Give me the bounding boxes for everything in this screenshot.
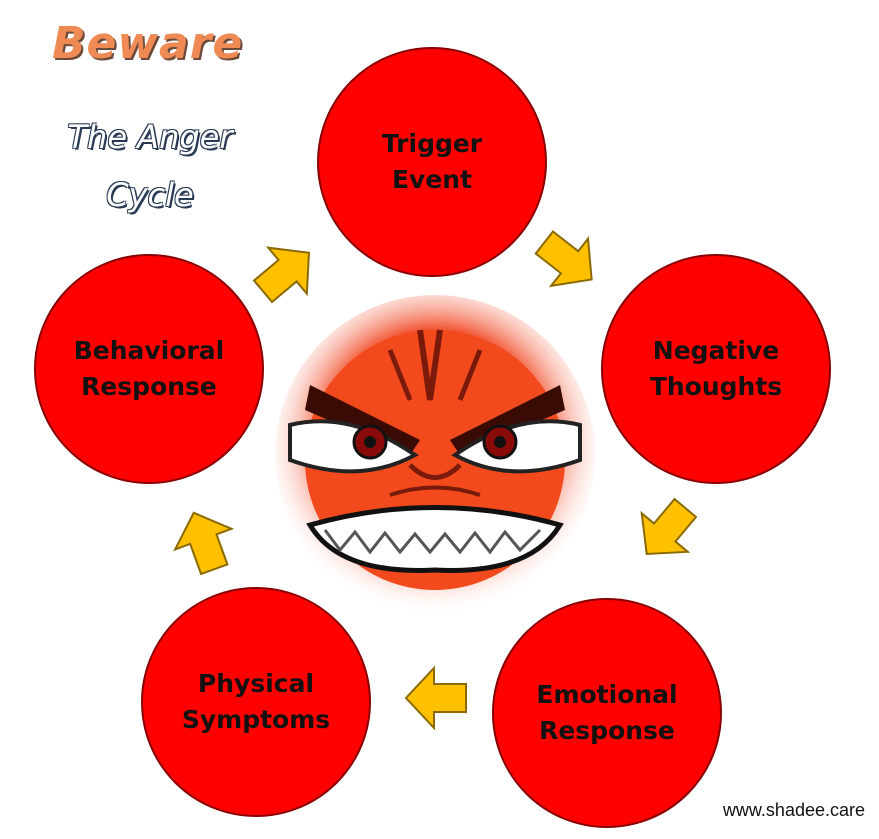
node-label: Negative Thoughts bbox=[649, 336, 783, 401]
node-label: Physical Symptoms bbox=[181, 669, 331, 734]
footer-url: www.shadee.care bbox=[722, 800, 865, 820]
node-label: Trigger Event bbox=[381, 129, 483, 194]
title-beware: Beware bbox=[52, 18, 244, 69]
node-physical-symptoms: Physical Symptoms bbox=[141, 587, 371, 817]
title-anger-cycle: The Anger Cycle bbox=[67, 118, 233, 214]
arrow-physical-to-behavioral-icon bbox=[173, 511, 235, 576]
node-negative-thoughts: Negative Thoughts bbox=[601, 254, 831, 484]
arrow-negative-to-emotional-icon bbox=[640, 497, 698, 556]
node-behavioral-response: Behavioral Response bbox=[34, 254, 264, 484]
node-trigger-event: Trigger Event bbox=[317, 47, 547, 277]
arrow-trigger-to-negative-icon bbox=[534, 230, 593, 288]
arrow-emotional-to-physical-icon bbox=[404, 665, 467, 731]
node-label: Behavioral Response bbox=[73, 336, 225, 401]
angry-face-icon bbox=[275, 295, 595, 615]
node-emotional-response: Emotional Response bbox=[492, 598, 722, 828]
arrow-behavioral-to-trigger-icon bbox=[252, 246, 311, 304]
node-label: Emotional Response bbox=[536, 680, 678, 745]
